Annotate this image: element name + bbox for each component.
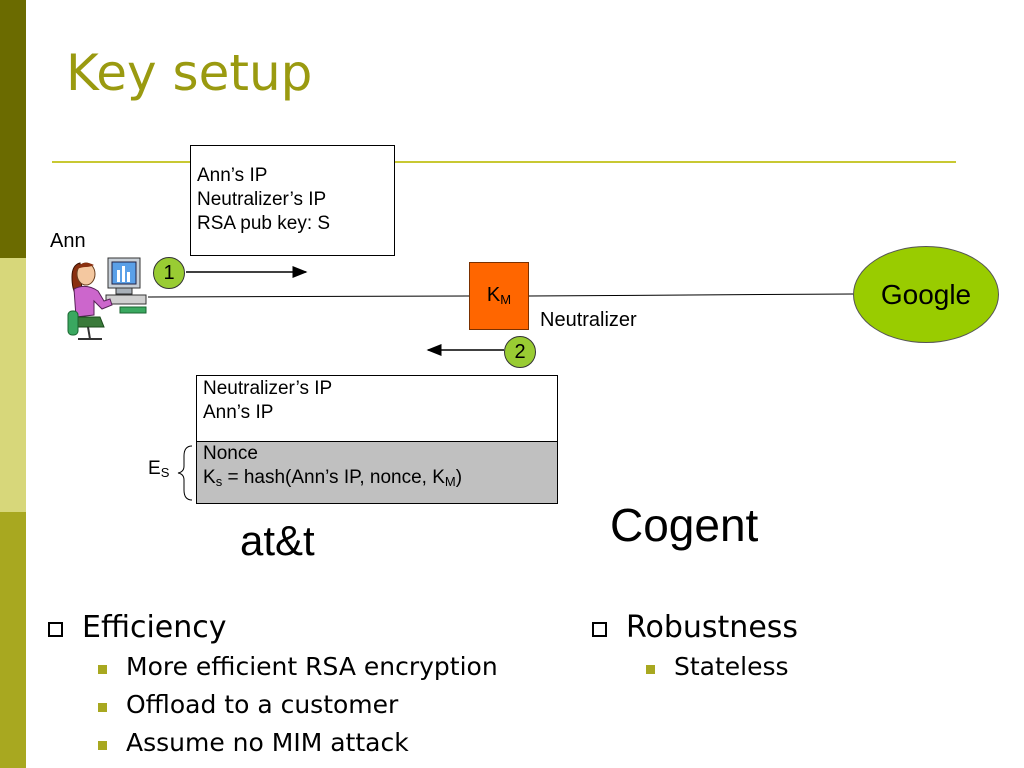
bullet-heading-robustness: Robustness [588, 610, 798, 652]
ann-label: Ann [50, 230, 86, 252]
message-2-box: Neutralizer’s IP Ann’s IP Nonce Ks = has… [196, 375, 558, 504]
msg2-line-nonce: Nonce [203, 443, 258, 464]
bullet-item: More efficient RSA encryption [44, 652, 498, 690]
msg2-line-ks-formula: Ks = hash(Ann’s IP, nonce, KM) [203, 466, 551, 490]
square-bullet-icon [646, 665, 655, 674]
msg1-line-anns-ip: Ann’s IP [197, 165, 268, 186]
msg1-line-rsa-pub-key: RSA pub key: S [197, 213, 331, 234]
bullet-heading-efficiency: Efficiency [44, 610, 498, 652]
step-2-marker: 2 [504, 336, 536, 368]
neutralizer-label: Neutralizer [540, 309, 637, 331]
es-main: E [148, 458, 161, 479]
robustness-bullets: Robustness Stateless [588, 610, 798, 690]
person-at-computer-icon [67, 257, 147, 340]
message-2-encrypted-part: Nonce Ks = hash(Ann’s IP, nonce, KM) [197, 441, 557, 503]
ks-formula: = hash(Ann’s IP, nonce, K [222, 467, 445, 488]
side-stripe-bottom [0, 512, 26, 768]
msg2-line-neutralizers-ip: Neutralizer’s IP [203, 378, 333, 399]
hollow-square-bullet-icon [48, 622, 63, 637]
bullet-item: Assume no MIM attack [44, 728, 498, 766]
km-main: K [486, 284, 501, 306]
heading-text: Robustness [626, 610, 799, 645]
att-label: at&t [240, 517, 315, 564]
bullet-text: Offload to a customer [126, 690, 399, 719]
es-sub: S [160, 465, 170, 480]
step-1-marker: 1 [153, 257, 185, 289]
ks-sub: s [215, 474, 223, 489]
efficiency-bullets: Efficiency More efficient RSA encryption… [44, 610, 498, 766]
es-brace [177, 445, 193, 501]
msg2-line-anns-ip: Ann’s IP [203, 402, 274, 423]
side-stripe-middle [0, 258, 26, 512]
ks-main: K [203, 467, 216, 488]
bullet-text: More efficient RSA encryption [126, 652, 498, 681]
message-2-plain-part: Neutralizer’s IP Ann’s IP [197, 376, 557, 441]
bullet-text: Assume no MIM attack [126, 728, 409, 757]
slide-title: Key setup [66, 44, 313, 102]
ks-formula-sub: M [444, 474, 456, 489]
bullet-item: Stateless [588, 652, 798, 690]
bullet-text: Stateless [674, 652, 789, 681]
hollow-square-bullet-icon [592, 622, 607, 637]
ks-formula-end: ) [455, 467, 463, 488]
title-rule [52, 161, 956, 163]
google-node: Google [853, 246, 999, 343]
square-bullet-icon [98, 703, 107, 712]
km-sub: M [500, 292, 512, 307]
bullet-item: Offload to a customer [44, 690, 498, 728]
cogent-label: Cogent [610, 499, 759, 551]
msg1-line-neutralizers-ip: Neutralizer’s IP [197, 189, 327, 210]
square-bullet-icon [98, 741, 107, 750]
side-stripe-top [0, 0, 26, 258]
neutralizer-key-box: KM [469, 262, 529, 330]
message-1-box: Ann’s IP Neutralizer’s IP RSA pub key: S [190, 145, 395, 256]
es-label: ES [148, 458, 169, 480]
link-neutralizer-google [528, 293, 854, 297]
square-bullet-icon [98, 665, 107, 674]
link-ann-neutralizer [147, 295, 470, 298]
heading-text: Efficiency [82, 610, 227, 645]
